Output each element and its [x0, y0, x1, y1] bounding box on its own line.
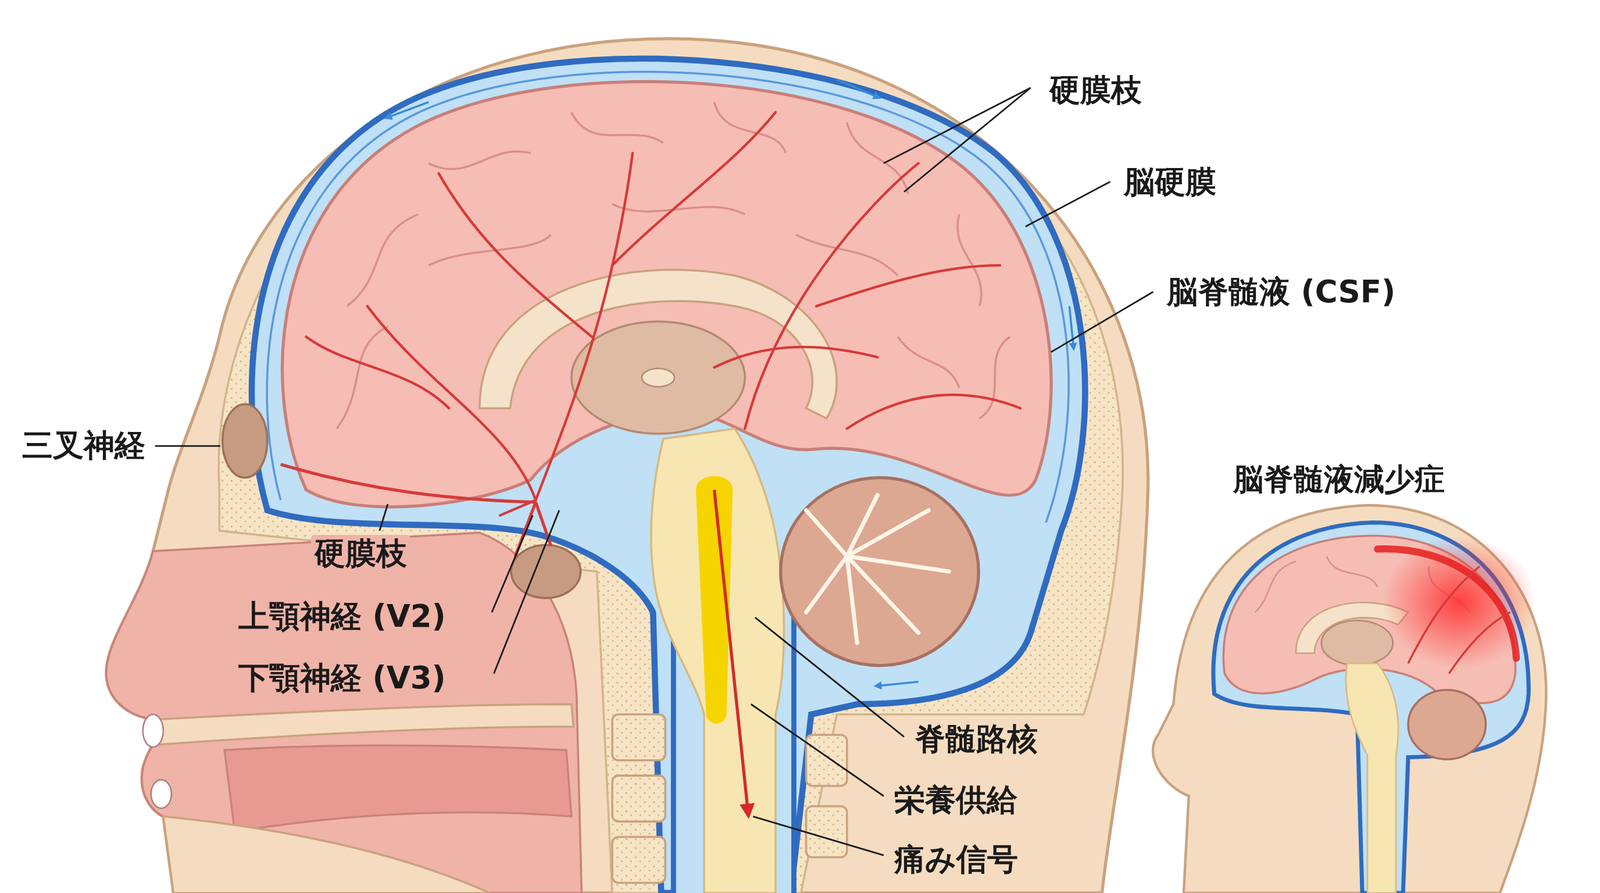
- membrane-label: 脳硬膜: [1120, 163, 1220, 202]
- nucleus-label: 脊髄路核: [911, 720, 1042, 759]
- nerve-label: 上顎神経 (V2): [234, 597, 450, 636]
- fluid-label: 脳脊髄液 (CSF): [1163, 273, 1399, 312]
- nerve-label: 下顎神経 (V3): [234, 659, 450, 698]
- pathway-label: 栄養供給: [890, 781, 1021, 820]
- nerve-label: 硬膜枝: [311, 534, 411, 573]
- nerve-label: 三叉神経: [18, 426, 149, 465]
- pathway-label: 痛み信号: [890, 840, 1022, 879]
- nerve-label: 硬膜枝: [1045, 71, 1146, 110]
- inset-title: 脳脊髄液減少症: [1229, 461, 1449, 499]
